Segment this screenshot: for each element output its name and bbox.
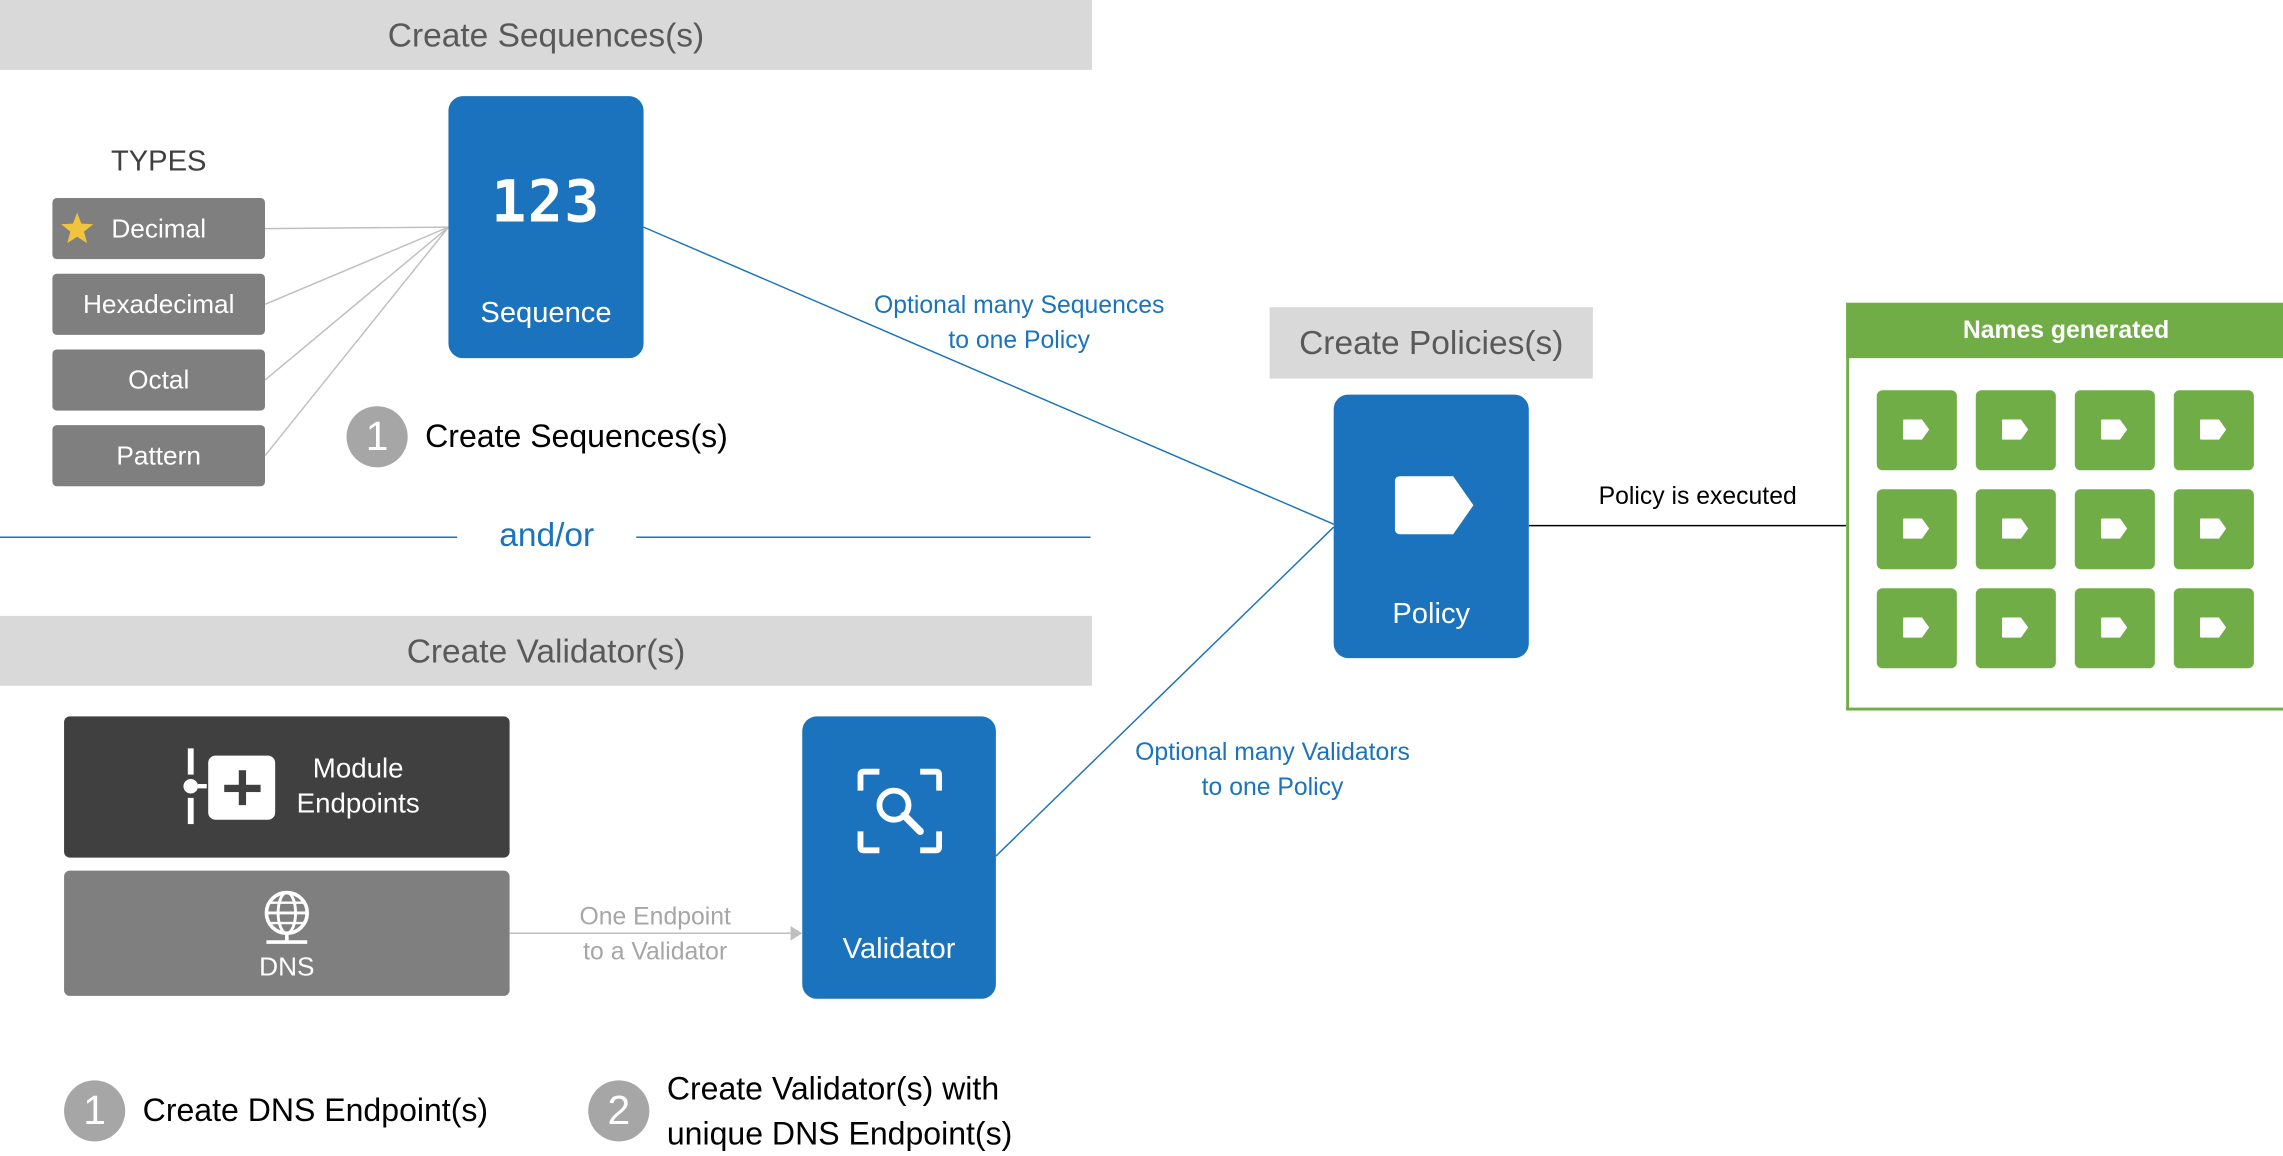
policies-section-title: Create Policies(s) xyxy=(1299,323,1564,362)
generated-name-tile xyxy=(2173,588,2254,669)
generated-name-tile xyxy=(2074,588,2155,669)
generated-name-tile xyxy=(2074,390,2155,471)
tag-icon xyxy=(2100,617,2128,638)
star-icon xyxy=(61,212,94,244)
tag-icon xyxy=(2100,419,2128,440)
tag-icon xyxy=(2001,518,2029,539)
sequences-connector-note-line2: to one Policy xyxy=(948,326,1091,354)
tag-icon xyxy=(2001,617,2029,638)
validators-connector-note: Optional many Validators to one Policy xyxy=(1098,735,1447,805)
generated-name-tile xyxy=(1876,489,1957,570)
pattern-connector xyxy=(264,226,450,457)
tag-icon xyxy=(2200,518,2227,539)
decimal-connector xyxy=(264,226,449,230)
generated-name-tile xyxy=(2173,390,2254,471)
dns-step-number: 1 xyxy=(64,1080,126,1142)
names-generated-title: Names generated xyxy=(1962,315,2170,344)
type-pattern-label: Pattern xyxy=(116,440,201,470)
policy-executed-note: Policy is executed xyxy=(1598,481,1797,510)
validators-connector-note-line2: to one Policy xyxy=(1201,773,1344,801)
validator-card[interactable]: Validator xyxy=(802,716,996,999)
validators-section-title: Create Validator(s) xyxy=(406,631,686,670)
tag-icon xyxy=(1394,476,1474,535)
generated-name-tile xyxy=(2173,489,2254,570)
validators-section-header: Create Validator(s) xyxy=(0,615,1092,686)
numbers-123-icon: 123 xyxy=(491,168,601,236)
types-label: TYPES xyxy=(110,145,207,178)
globe-network-icon xyxy=(264,890,310,944)
octal-connector xyxy=(264,226,449,381)
tag-icon xyxy=(2001,419,2029,440)
validator-step-number: 2 xyxy=(588,1080,650,1142)
validator-step-text-line1: Create Validator(s) with xyxy=(666,1070,1000,1107)
generated-name-tile xyxy=(1975,489,2056,570)
hexadecimal-connector xyxy=(264,226,449,305)
policy-card-label: Policy xyxy=(1392,598,1471,631)
tag-icon xyxy=(1902,518,1930,539)
validator-step-text-line2: unique DNS Endpoint(s) xyxy=(666,1115,1013,1152)
sequences-section-title: Create Sequences(s) xyxy=(387,15,705,54)
divider-label: and/or xyxy=(499,515,595,554)
sequence-step-number: 1 xyxy=(346,406,408,468)
type-connectors xyxy=(264,226,450,457)
dns-label: DNS xyxy=(259,952,315,982)
type-decimal-label: Decimal xyxy=(111,213,207,243)
generated-name-tile xyxy=(1876,390,1957,471)
type-pattern[interactable]: Pattern xyxy=(52,425,265,487)
generated-name-tile xyxy=(1876,588,1957,669)
policy-card[interactable]: Policy xyxy=(1333,394,1529,659)
type-octal-label: Octal xyxy=(128,364,190,394)
endpoint-note-line1: One Endpoint xyxy=(579,902,731,931)
names-generated-header: Names generated xyxy=(1846,302,2283,359)
module-endpoints-label: Module Endpoints xyxy=(268,753,449,823)
sequences-section-header: Create Sequences(s) xyxy=(0,0,1092,70)
module-endpoints-label-line1: Module xyxy=(312,754,404,785)
validator-step-text: Create Validator(s) with unique DNS Endp… xyxy=(667,1066,1012,1156)
dns-step-text: Create DNS Endpoint(s) xyxy=(142,1091,489,1129)
generated-name-tile xyxy=(1975,588,2056,669)
tag-icon xyxy=(2200,617,2227,638)
validators-connector-note-line1: Optional many Validators xyxy=(1135,738,1410,766)
endpoint-note-line2: to a Validator xyxy=(583,937,728,966)
module-endpoints-label-line2: Endpoints xyxy=(296,789,420,820)
type-decimal[interactable]: Decimal xyxy=(52,198,265,260)
sequence-step-text: Create Sequences(s) xyxy=(425,417,728,455)
sequence-card[interactable]: 123 Sequence xyxy=(448,96,644,359)
policies-section-header: Create Policies(s) xyxy=(1269,307,1593,379)
sequences-connector-note: Optional many Sequences to one Policy xyxy=(844,288,1193,358)
type-hexadecimal-label: Hexadecimal xyxy=(82,289,235,319)
module-add-icon xyxy=(183,748,276,825)
generated-name-tile xyxy=(1975,390,2056,471)
arrow-head-icon xyxy=(790,926,803,941)
tag-icon xyxy=(2100,518,2128,539)
sequences-connector-note-line1: Optional many Sequences xyxy=(874,291,1165,319)
generated-name-tile xyxy=(2074,489,2155,570)
validator-card-label: Validator xyxy=(842,933,956,966)
type-hexadecimal[interactable]: Hexadecimal xyxy=(52,273,265,335)
module-endpoints-box[interactable]: Module Endpoints xyxy=(64,716,510,858)
tag-icon xyxy=(1902,419,1930,440)
endpoint-note: One Endpoint to a Validator xyxy=(524,900,786,970)
sequence-to-policy-line xyxy=(643,226,1334,525)
sequence-card-label: Sequence xyxy=(480,297,612,330)
validator-to-policy-line xyxy=(995,526,1335,857)
tag-icon xyxy=(2200,419,2227,440)
scan-search-icon xyxy=(857,768,943,854)
dns-box[interactable]: DNS xyxy=(64,870,510,996)
tag-icon xyxy=(1902,617,1930,638)
type-octal[interactable]: Octal xyxy=(52,349,265,411)
